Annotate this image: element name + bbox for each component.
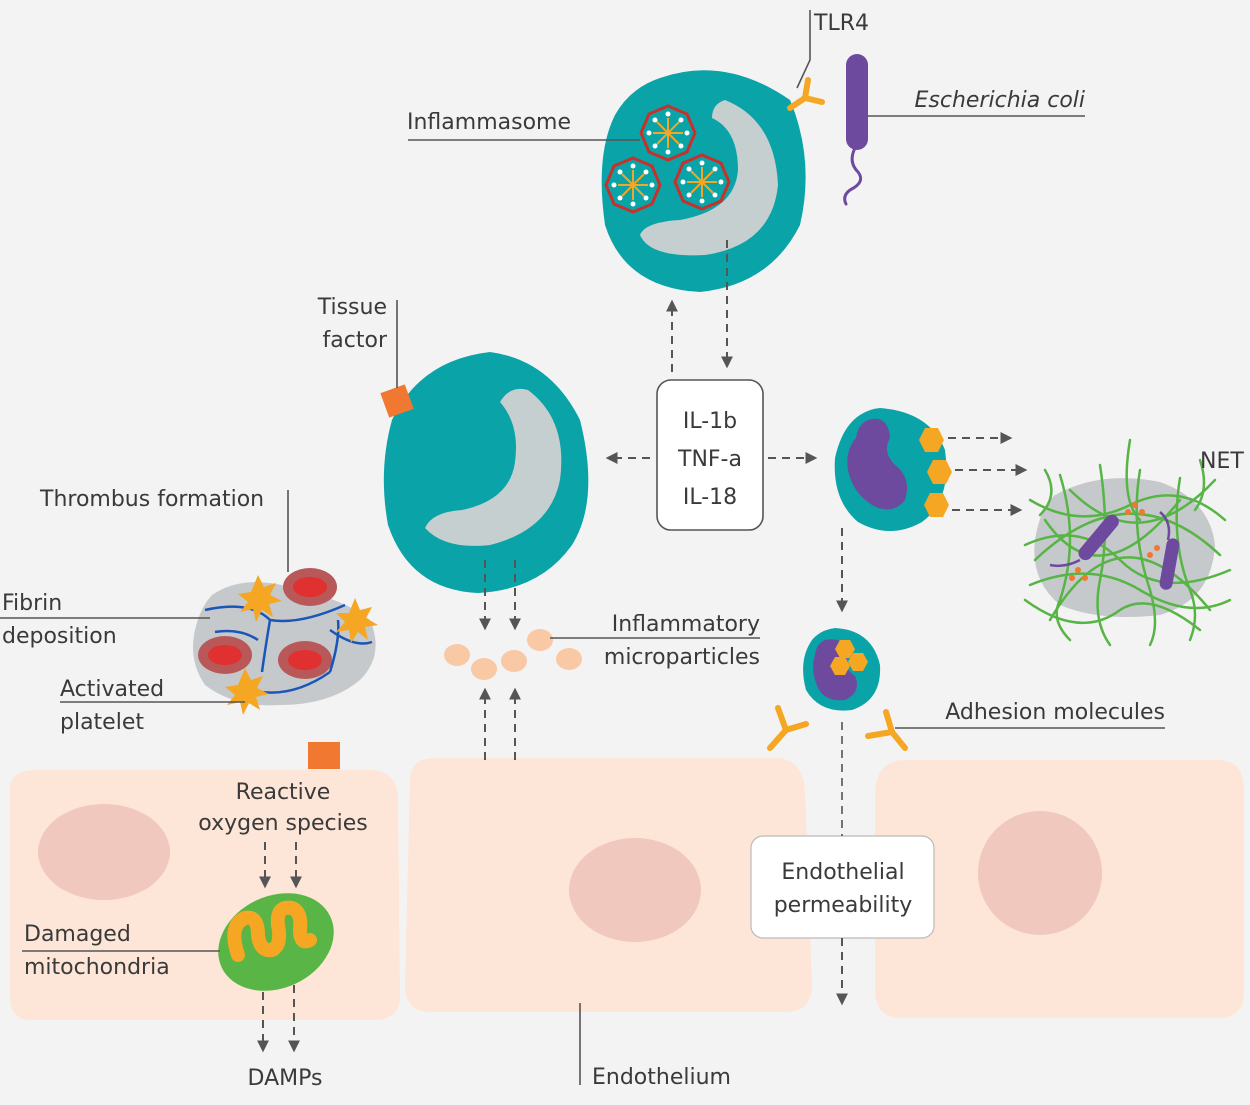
tissue-factor-label-line2: factor bbox=[323, 328, 388, 353]
cytokine-tnfa: TNF-a bbox=[677, 447, 742, 472]
tissue-factor-icon bbox=[380, 384, 414, 418]
tlr4-receptor-icon bbox=[787, 77, 825, 111]
arrows bbox=[257, 240, 1028, 1053]
inflammasome-complex-icon bbox=[604, 156, 662, 214]
tissue-factor-label-line1: Tissue bbox=[317, 295, 387, 320]
endothelial-nucleus-left bbox=[38, 804, 170, 900]
ecoli-label: Escherichia coli bbox=[915, 88, 1086, 113]
tissue-factor-icon bbox=[308, 742, 340, 769]
leader-lines bbox=[0, 10, 1165, 1085]
permeability-label-line1: Endothelial bbox=[781, 860, 904, 885]
tissue-factor-macrophage bbox=[380, 352, 589, 593]
inflammatory-microparticles bbox=[444, 629, 582, 680]
red-blood-cell-icon bbox=[198, 636, 252, 674]
platelet-label-line1: Activated bbox=[60, 677, 164, 702]
endothelial-nucleus-right bbox=[978, 811, 1102, 935]
macrophage-left-nucleus bbox=[425, 388, 562, 546]
adhesion-molecule-icon bbox=[865, 709, 908, 751]
ros-label-line2: oxygen species bbox=[198, 811, 367, 836]
damaged-mitochondria-icon bbox=[218, 893, 334, 991]
inflammasome-complex-icon bbox=[673, 153, 731, 211]
adhesion-molecule-icon bbox=[767, 705, 809, 751]
neutrophil-nucleus bbox=[847, 418, 908, 510]
tlr4-label: TLR4 bbox=[813, 11, 869, 36]
net-trap bbox=[1023, 438, 1232, 647]
platelet-label-line2: platelet bbox=[60, 710, 144, 735]
endothelial-cell-left bbox=[10, 770, 400, 1020]
net-label: NET bbox=[1200, 449, 1244, 474]
permeability-label-line2: permeability bbox=[774, 893, 913, 918]
thrombus bbox=[192, 568, 378, 715]
adhesion-label: Adhesion molecules bbox=[945, 700, 1165, 725]
red-blood-cell-icon bbox=[283, 568, 337, 606]
inflammasome-complexes bbox=[604, 104, 731, 214]
permeability-box bbox=[750, 835, 935, 939]
labels: TLR4 Escherichia coli Inflammasome Tissu… bbox=[2, 11, 1244, 1091]
endothelium-layer bbox=[10, 758, 1244, 1020]
neutrophil bbox=[834, 408, 952, 531]
activated-platelet-icon bbox=[225, 668, 269, 715]
endothelial-nucleus-middle bbox=[569, 838, 701, 942]
ros-label-line1: Reactive bbox=[236, 780, 331, 805]
inflammasome-label: Inflammasome bbox=[407, 110, 571, 135]
mito-label-line2: mitochondria bbox=[24, 955, 170, 980]
microparticles-label-line1: Inflammatory bbox=[612, 612, 760, 637]
adhering-neutrophil bbox=[803, 628, 881, 711]
cytokine-il1b: IL-1b bbox=[683, 409, 737, 434]
microparticles-label-line2: microparticles bbox=[604, 645, 760, 670]
thrombus-label: Thrombus formation bbox=[39, 487, 264, 512]
ecoli-bacterium-icon bbox=[843, 54, 868, 206]
macrophage-top-nucleus bbox=[640, 100, 778, 256]
red-blood-cell-icon bbox=[278, 641, 332, 679]
damps-label: DAMPs bbox=[248, 1066, 323, 1091]
endothelium-label: Endothelium bbox=[592, 1065, 731, 1090]
granule-hexagon-icon bbox=[919, 428, 952, 517]
inflammasome-complex-icon bbox=[639, 104, 697, 162]
activated-platelet-icon bbox=[238, 575, 282, 622]
cytokine-box bbox=[656, 379, 764, 531]
activated-platelet-icon bbox=[336, 598, 378, 643]
mito-label-line1: Damaged bbox=[24, 922, 131, 947]
fibrin-label-line1: Fibrin bbox=[2, 591, 62, 616]
cytokine-il18: IL-18 bbox=[683, 485, 737, 510]
fibrin-label-line2: deposition bbox=[2, 624, 117, 649]
net-bacterium-icon bbox=[1159, 511, 1180, 590]
net-bacterium-icon bbox=[1049, 514, 1119, 568]
